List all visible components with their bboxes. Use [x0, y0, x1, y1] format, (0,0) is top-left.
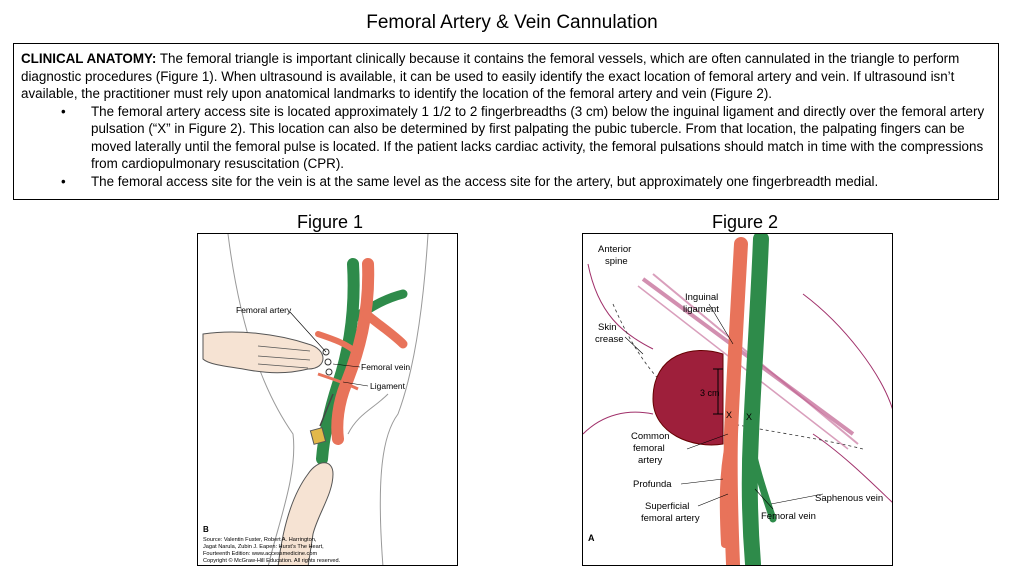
- fig1-source-line: Source: Valentin Fuster, Robert A. Harri…: [203, 537, 317, 543]
- fig2-common-label: Common: [631, 431, 670, 442]
- fig2-artery-label: artery: [638, 455, 663, 466]
- fig2-inguinal-label: Inguinal: [685, 292, 718, 303]
- fig1-source-line: Jagat Narula, Zubin J. Eapen: Hurst’s Th…: [203, 544, 324, 550]
- fig2-profunda-label: Profunda: [633, 479, 672, 490]
- figure-1-label: Figure 1: [297, 212, 363, 233]
- fig2-saphenous-label: Saphenous vein: [815, 493, 883, 504]
- bullet-text: The femoral artery access site is locate…: [91, 104, 984, 172]
- figure-1-svg: Femoral artery Femoral vein Ligament B S…: [198, 234, 458, 566]
- figure-2-illustration: 3 cm X X Anterior spine Inguinal ligamen…: [582, 233, 893, 566]
- fig2-measure-label: 3 cm: [700, 388, 720, 398]
- bullet-text: The femoral access site for the vein is …: [91, 174, 878, 189]
- fig1-source-line: Fourteenth Edition: www.accessmedicine.c…: [203, 551, 317, 557]
- intro-heading: CLINICAL ANATOMY:: [21, 51, 156, 66]
- fig1-ligament-label: Ligament: [370, 381, 406, 391]
- figure-1-illustration: Femoral artery Femoral vein Ligament B S…: [197, 233, 458, 566]
- fig1-femoral-vein-label: Femoral vein: [361, 362, 410, 372]
- fig2-femoral-label: femoral: [633, 443, 665, 454]
- fig1-source-line: Copyright © McGraw-Hill Education. All r…: [203, 557, 341, 564]
- fig2-x-mark: X: [746, 412, 752, 422]
- bullet-marker: •: [61, 173, 66, 191]
- bullet-item: • The femoral access site for the vein is…: [21, 173, 991, 191]
- intro-text: The femoral triangle is important clinic…: [21, 51, 959, 101]
- bullet-marker: •: [61, 103, 66, 121]
- figure-2-svg: 3 cm X X Anterior spine Inguinal ligamen…: [583, 234, 893, 566]
- clinical-anatomy-box: CLINICAL ANATOMY: The femoral triangle i…: [13, 43, 999, 200]
- figure-2-label: Figure 2: [712, 212, 778, 233]
- fig2-skin-label: Skin: [598, 322, 616, 333]
- fig2-anterior-label: Anterior: [598, 244, 631, 255]
- page-title: Femoral Artery & Vein Cannulation: [0, 12, 1024, 34]
- fig2-x-mark: X: [726, 410, 732, 420]
- bullet-item: • The femoral artery access site is locat…: [21, 103, 991, 173]
- fig1-panel-letter: B: [203, 525, 209, 534]
- intro-paragraph: CLINICAL ANATOMY: The femoral triangle i…: [21, 50, 991, 103]
- fig2-femoral-vein-label: Femoral vein: [761, 511, 816, 522]
- fig2-superficial-artery-label: femoral artery: [641, 513, 700, 524]
- fig2-superficial-label: Superficial: [645, 501, 689, 512]
- fig2-crease-label: crease: [595, 334, 624, 345]
- fig1-femoral-artery-label: Femoral artery: [236, 305, 292, 315]
- fig2-spine-label: spine: [605, 256, 628, 267]
- fig2-panel-letter: A: [588, 533, 595, 543]
- fig2-ligament-label: ligament: [683, 304, 719, 315]
